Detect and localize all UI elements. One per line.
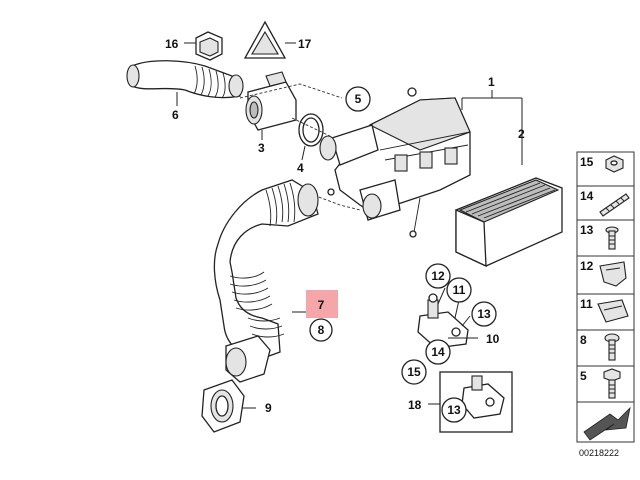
stud-icon: [599, 193, 630, 217]
svg-text:13: 13: [447, 403, 461, 417]
svg-text:11: 11: [453, 283, 466, 297]
label-18: 18: [408, 398, 422, 412]
sidebar-label-15: 15: [580, 155, 594, 169]
part-17-warning-label: [243, 20, 296, 59]
part-10-bracket: [417, 287, 478, 349]
part-16-clip: [184, 31, 223, 61]
circled-label-11: 11: [446, 277, 472, 303]
circled-label-13-lower: 13: [441, 397, 467, 423]
sidebar-label-11: 11: [580, 297, 593, 311]
small-parts-table: 15 14 13 12 11 8 5: [576, 151, 635, 458]
label-2: 2: [518, 127, 525, 141]
part-9-grommet: [201, 379, 256, 433]
highlighted-label-7: 7: [306, 290, 338, 318]
label-10: 10: [486, 332, 500, 346]
part-1-air-filter-housing: [319, 87, 471, 238]
clamp-icon: [597, 299, 629, 323]
nut-icon: [605, 155, 624, 173]
leader-lines-1-2: [461, 90, 523, 165]
label-3: 3: [258, 141, 265, 155]
sidebar-label-12: 12: [580, 259, 594, 273]
part-2-filter-element: [455, 177, 563, 268]
part-18-bracket-frame: [428, 371, 513, 433]
label-17: 17: [298, 37, 312, 51]
direction-arrow-icon: [583, 406, 631, 441]
screw-icon: [605, 226, 619, 250]
circled-label-12: 12: [425, 263, 451, 289]
svg-text:5: 5: [355, 92, 362, 106]
svg-text:15: 15: [407, 365, 421, 379]
circled-label-13-upper: 13: [471, 301, 497, 327]
label-9: 9: [265, 401, 272, 415]
sidebar-label-13: 13: [580, 223, 594, 237]
hex-bolt-icon: [603, 368, 621, 399]
diagram-id: 00218222: [579, 448, 619, 458]
circled-label-15: 15: [401, 359, 427, 385]
label-1: 1: [488, 75, 495, 89]
svg-text:8: 8: [318, 323, 325, 337]
part-labels: 16 17 6 3 4 1 2 9 10 18: [165, 37, 525, 415]
part-6-intake-hose: [126, 60, 244, 106]
svg-text:12: 12: [431, 269, 445, 283]
sidebar-label-14: 14: [580, 189, 594, 203]
svg-text:14: 14: [431, 345, 445, 359]
part-3-air-mass-meter: [245, 71, 297, 140]
sidebar-label-8: 8: [580, 333, 587, 347]
label-4: 4: [297, 161, 304, 175]
svg-text:7: 7: [318, 298, 325, 312]
label-16: 16: [165, 37, 179, 51]
clip-icon: [599, 261, 627, 287]
svg-text:13: 13: [477, 307, 491, 321]
circled-label-14: 14: [425, 339, 451, 365]
circled-label-8: 8: [309, 318, 333, 342]
part-7-bellows-pipe: [213, 179, 335, 383]
label-6: 6: [172, 108, 179, 122]
part-4-seal-ring: [298, 113, 324, 161]
bolt-icon: [604, 333, 620, 361]
circled-label-5: 5: [345, 86, 371, 112]
sidebar-label-5: 5: [580, 369, 587, 383]
reference-dashes: [239, 83, 361, 211]
